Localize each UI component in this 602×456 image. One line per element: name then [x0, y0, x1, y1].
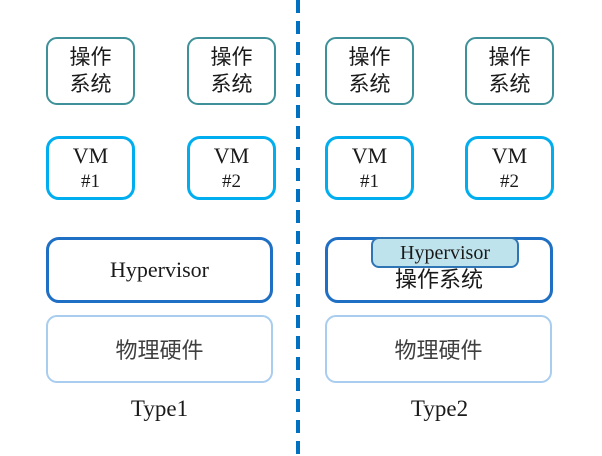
type1-hypervisor-box: Hypervisor [46, 237, 273, 303]
guest-os-label-line1: 操作 [488, 45, 531, 69]
host-os-label: 操作系统 [394, 267, 483, 292]
type1-hardware-box: 物理硬件 [46, 315, 273, 383]
type1-guest-os-box-1: 操作 系统 [46, 37, 135, 105]
vm-label: VM [213, 143, 250, 168]
type2-caption: Type2 [410, 396, 469, 421]
vm-label: VM [351, 143, 388, 168]
type1-guest-os-box-2: 操作 系统 [187, 37, 276, 105]
hypervisor-label: Hypervisor [400, 241, 490, 264]
type2-host-os-box: Hypervisor 操作系统 [325, 237, 553, 303]
vm-number: #2 [500, 171, 519, 192]
guest-os-label-line1: 操作 [69, 45, 112, 69]
vm-label: VM [491, 143, 528, 168]
hardware-label: 物理硬件 [394, 338, 483, 363]
guest-os-label-line2: 系统 [348, 72, 391, 96]
type1-vm2-box: VM #2 [187, 136, 276, 200]
type2-hardware-box: 物理硬件 [325, 315, 552, 383]
dashed-divider-line [296, 0, 300, 456]
hardware-label: 物理硬件 [115, 338, 204, 363]
type2-vm2-box: VM #2 [465, 136, 554, 200]
guest-os-label-line1: 操作 [210, 45, 253, 69]
guest-os-label-line1: 操作 [348, 45, 391, 69]
hypervisor-label: Hypervisor [110, 257, 209, 282]
type2-guest-os-box-1: 操作 系统 [325, 37, 414, 105]
guest-os-label-line2: 系统 [488, 72, 531, 96]
guest-os-label-line2: 系统 [210, 72, 253, 96]
vm-number: #1 [360, 171, 379, 192]
guest-os-label-line2: 系统 [69, 72, 112, 96]
type2-guest-os-box-2: 操作 系统 [465, 37, 554, 105]
type1-vm1-box: VM #1 [46, 136, 135, 200]
vm-number: #1 [81, 171, 100, 192]
type2-hypervisor-box: Hypervisor [371, 237, 519, 268]
vm-label: VM [72, 143, 109, 168]
type2-vm1-box: VM #1 [325, 136, 414, 200]
type1-caption: Type1 [130, 396, 189, 421]
vm-number: #2 [222, 171, 241, 192]
